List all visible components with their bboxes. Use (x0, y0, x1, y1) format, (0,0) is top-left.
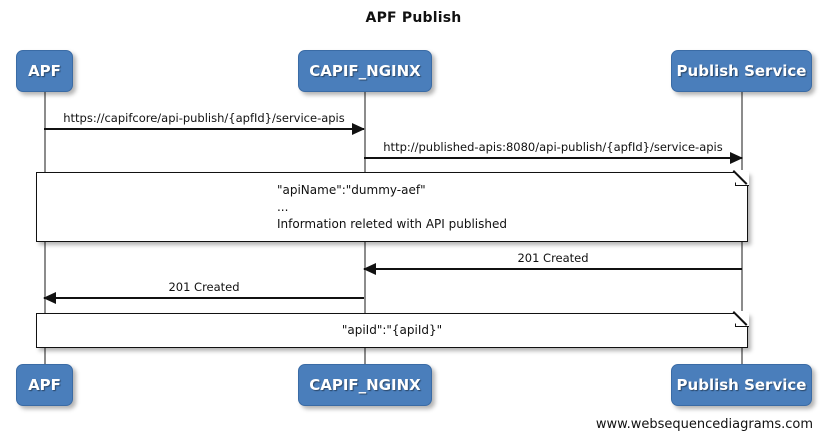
note-line: ... (276, 199, 289, 214)
note-line: "apiName":"dummy-aef" (276, 182, 426, 197)
participant-label: APF (28, 376, 61, 394)
arrowhead-right-icon (730, 152, 743, 164)
footer-attribution: www.websequencediagrams.com (595, 417, 813, 432)
message-line (44, 128, 364, 130)
note-line: "apiId":"{apiId}" (341, 323, 443, 337)
message-line (364, 157, 742, 159)
message-line (364, 268, 742, 270)
note-body: "apiName":"dummy-aef" ... Information re… (37, 173, 747, 241)
note-response-body: "apiId":"{apiId}" (36, 311, 749, 348)
message-arrow-3[interactable]: 201 Created (363, 251, 742, 275)
message-label: https://capifcore/api-publish/{apfId}/se… (63, 111, 345, 125)
participant-capif-nginx-top[interactable]: CAPIF_NGINX (298, 50, 432, 92)
participant-label: CAPIF_NGINX (309, 376, 421, 394)
participant-label: Publish Service (676, 376, 807, 394)
arrowhead-left-icon (43, 292, 56, 304)
message-arrow-4[interactable]: 201 Created (43, 280, 364, 304)
page-title: APF Publish (365, 10, 462, 26)
participant-publish-service-top[interactable]: Publish Service (671, 50, 812, 92)
note-request-body: "apiName":"dummy-aef" ... Information re… (36, 170, 749, 242)
note-line: Information releted with API published (276, 216, 507, 231)
participant-publish-service-bottom[interactable]: Publish Service (671, 364, 812, 406)
message-line (44, 297, 364, 299)
participant-label: Publish Service (676, 62, 807, 80)
participant-label: CAPIF_NGINX (309, 62, 421, 80)
message-arrow-1[interactable]: https://capifcore/api-publish/{apfId}/se… (44, 111, 365, 135)
message-label: http://published-apis:8080/api-publish/{… (383, 140, 723, 154)
note-text-block: "apiName":"dummy-aef" ... Information re… (277, 182, 507, 233)
note-fold-corner-icon (734, 170, 749, 186)
note-body: "apiId":"{apiId}" (37, 314, 747, 347)
arrowhead-right-icon (352, 123, 365, 135)
arrowhead-left-icon (363, 263, 376, 275)
message-arrow-2[interactable]: http://published-apis:8080/api-publish/{… (364, 140, 743, 164)
note-text-block: "apiId":"{apiId}" (342, 322, 442, 339)
participant-apf-top[interactable]: APF (16, 50, 73, 92)
participant-apf-bottom[interactable]: APF (16, 364, 73, 406)
note-fold-corner-icon (734, 311, 749, 327)
participant-label: APF (28, 62, 61, 80)
message-label: 201 Created (168, 280, 240, 294)
participant-capif-nginx-bottom[interactable]: CAPIF_NGINX (298, 364, 432, 406)
message-label: 201 Created (517, 251, 589, 265)
